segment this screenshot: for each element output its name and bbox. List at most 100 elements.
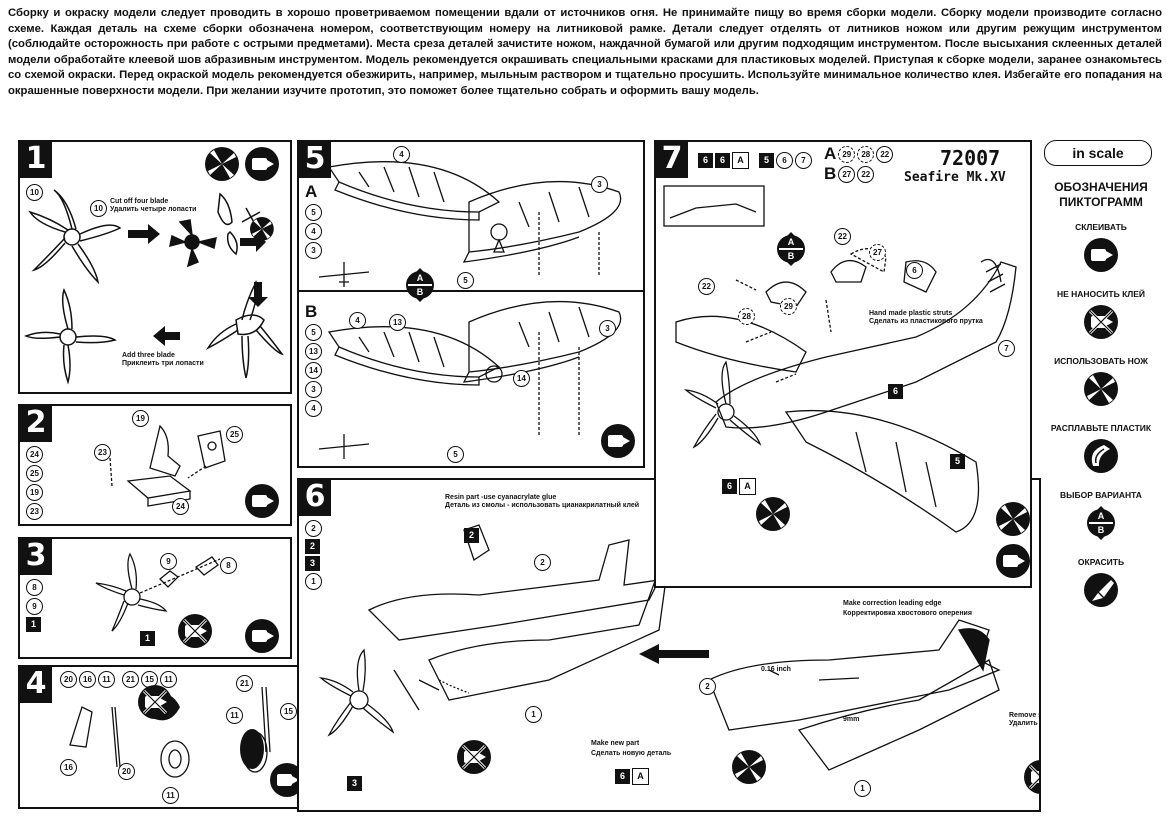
callout-part: 15 [280,703,297,720]
propeller-drawings [24,189,284,385]
callout-part: 4 [393,146,410,163]
brand-logo: in scale [1044,140,1152,166]
part-number: 13 [305,343,322,360]
part-number: 23 [26,503,43,520]
callout-part: 28 [738,308,755,325]
callout-part: 11 [162,787,179,804]
prop-assembly-drawing [95,552,279,653]
step-1-panel: 1 10 10 Cut off four blade Удалить четыр… [18,140,292,394]
variant-b-label: B [305,302,318,321]
step-number: 5 [299,142,331,178]
part-letter: A [732,152,749,169]
part-number: 21 [122,671,139,688]
legend-label: НЕ НАНОСИТЬ КЛЕЙ [1056,289,1146,299]
make-note-ru: Сделать новую деталь [591,750,672,757]
step-number: 7 [656,142,688,178]
dimension-label: 0.16 inch [761,666,791,673]
seat-drawing [109,424,279,518]
legend-label: СКЛЕИВАТЬ [1075,222,1127,232]
callout-part: 22 [834,228,851,245]
part-number: 24 [26,446,43,463]
part-number: 11 [160,671,177,688]
note-en: Cut off four blade [110,198,169,205]
step-number: 4 [20,667,52,703]
sub-step-ref: 6 A [722,478,756,495]
correction-note-en: Make correction leading edge [843,600,942,607]
legend-label: РАСПЛАВЬТЕ ПЛАСТИК [1050,423,1152,433]
part-number: 7 [795,152,812,169]
option-a-label: A [824,144,837,163]
knife-icon [1084,372,1118,406]
glue-icon [1084,238,1118,272]
step-5-panel: 5 A 5 4 3 B 5 13 14 3 4 [297,140,645,468]
callout-part: 5 [457,272,474,289]
part-number: 27 [838,165,856,183]
step-7-panel: 7 6 6 A 5 6 7 A 29 28 22 B 27 22 72007 S… [654,140,1032,588]
step-number: 2 [20,406,52,442]
callout-part: 8 [220,557,237,574]
part-number: 28 [857,145,875,163]
part-number: 2 [305,520,322,537]
part-number-black: 2 [305,539,320,554]
remove-note-ru: Удалить затемненные участки [1009,720,1039,727]
legend-label: ОКРАСИТЬ [1077,557,1125,567]
callout-part: 21 [236,675,253,692]
part-number: 22 [857,165,875,183]
callout-part: 2 [534,554,551,571]
callout-part: 11 [226,707,243,724]
part-number: 1 [305,573,322,590]
callout-part: 7 [998,340,1015,357]
sub-step-ref: 6 A [615,768,649,785]
callout-part: 6 [906,262,923,279]
pictogram-legend: ОБОЗНАЧЕНИЯ ПИКТОГРАММ СКЛЕИВАТЬ НЕ НАНО… [1036,140,1166,612]
option-icon [1086,505,1116,541]
callout-part: 1 [854,780,871,797]
struts-note-en: Hand made plastic struts [869,310,953,317]
melt-icon [1083,438,1119,474]
intro-text: Сборку и окраску модели следует проводит… [8,7,1162,97]
callout-part: 10 [90,200,107,217]
part-letter: A [632,768,649,785]
callout-part: 27 [869,244,886,261]
add-note-ru: Приклеить три лопасти [122,360,204,367]
note-ru: Удалить четыре лопасти [110,206,197,213]
dimension-label: 9mm [843,716,860,723]
step-number: 6 [299,480,331,516]
part-number: 4 [305,400,322,417]
make-note-en: Make new part [591,740,640,747]
legend-label: ВЫБОР ВАРИАНТА [1060,490,1142,500]
part-number: 22 [876,145,894,163]
part-number-black: 6 [722,479,737,494]
part-number-black: 5 [759,153,774,168]
part-number: 8 [26,579,43,596]
model-code: 72007 [940,146,1001,170]
part-number: 15 [141,671,158,688]
part-number-black: 3 [305,556,320,571]
callout-part: 23 [94,444,111,461]
legend-title: ОБОЗНАЧЕНИЯ ПИКТОГРАММ [1054,180,1148,209]
option-a-row: A 29 28 22 [824,144,894,164]
callout-part: 13 [389,314,406,331]
part-number: 11 [98,671,115,688]
part-number: 9 [26,598,43,615]
callout-part: 3 [599,320,616,337]
callout-part: 4 [349,312,366,329]
callout-part: 1 [525,706,542,723]
remove-note-en: Remove shaded area [1009,712,1039,719]
callout-part: 24 [172,498,189,515]
struts-note-ru: Сделать из пластикового прутка [869,318,983,325]
part-number-black: 6 [715,153,730,168]
callout-part: 14 [513,370,530,387]
step-number: 1 [20,142,52,178]
part-number: 3 [305,242,322,259]
part-number: 5 [305,324,322,341]
brand-name: in scale [1072,145,1124,161]
no-glue-icon [1082,303,1120,341]
correction-note-ru: Корректировка хвостового оперения [843,610,972,617]
wing-drawings [318,161,635,459]
part-number: 3 [305,381,322,398]
sub-step: 6 [888,384,903,399]
part-letter: A [739,478,756,495]
callout-part: 5 [447,446,464,463]
step-2-panel: 2 24 25 19 23 19 23 25 24 [18,404,292,526]
